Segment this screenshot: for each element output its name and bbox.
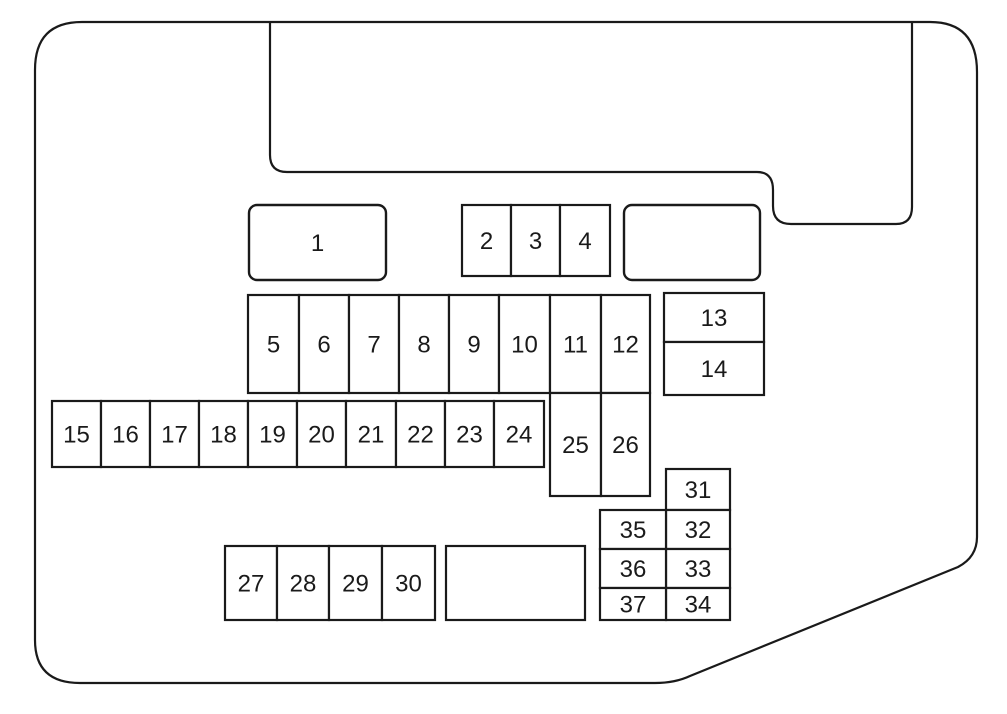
fuse-label-5: 5 [267, 332, 280, 359]
fuse-cell-29 [327, 544, 384, 622]
fuse-cell-35 [598, 508, 668, 551]
fuse-cell-26 [599, 391, 652, 498]
fuse-cell-13 [662, 291, 766, 344]
fuse-label-3: 3 [529, 228, 542, 255]
fuse-cell-37 [598, 586, 668, 622]
fuse-cell-3 [509, 203, 562, 278]
fuse-cell-19 [246, 399, 299, 469]
fuse-label-30: 30 [395, 571, 422, 598]
fuse-label-36: 36 [620, 556, 647, 583]
fuse-label-29: 29 [342, 571, 369, 598]
fuse-label-20: 20 [308, 422, 335, 449]
fuse-label-23: 23 [456, 422, 483, 449]
housing-notch-outline [268, 22, 914, 226]
fuse-label-33: 33 [685, 556, 712, 583]
fuse-cell-11 [548, 293, 603, 395]
fuse-label-14: 14 [701, 356, 728, 383]
fuse-label-24: 24 [506, 422, 533, 449]
fuse-label-37: 37 [620, 592, 647, 619]
fuse-cell-36 [598, 547, 668, 590]
spare-relay-block-top [622, 203, 762, 282]
fuse-label-32: 32 [685, 517, 712, 544]
fuse-cell-28 [275, 544, 331, 622]
fuse-cell-22 [394, 399, 447, 469]
fuse-label-6: 6 [317, 332, 330, 359]
fuse-label-8: 8 [417, 332, 430, 359]
fuse-label-31: 31 [685, 477, 712, 504]
fuse-label-18: 18 [210, 422, 237, 449]
fuse-label-34: 34 [685, 592, 712, 619]
fuse-box-housing-outline [33, 20, 979, 685]
fuse-label-9: 9 [467, 332, 480, 359]
fuse-cell-12 [599, 293, 652, 395]
fuse-label-13: 13 [701, 305, 728, 332]
fuse-label-21: 21 [358, 422, 385, 449]
fuse-label-15: 15 [63, 422, 90, 449]
fuse-cell-4 [558, 203, 612, 278]
fuse-cell-24 [492, 399, 546, 469]
fuse-label-1: 1 [311, 230, 324, 257]
fuse-label-12: 12 [612, 332, 639, 359]
fuse-label-2: 2 [480, 228, 493, 255]
fuse-cell-20 [295, 399, 348, 469]
fuse-label-19: 19 [259, 422, 286, 449]
fuse-label-26: 26 [612, 432, 639, 459]
fuse-label-16: 16 [112, 422, 139, 449]
fuse-cell-25 [548, 391, 603, 498]
fuse-label-7: 7 [367, 332, 380, 359]
fuse-cell-7 [347, 293, 401, 395]
fuse-cell-2 [460, 203, 513, 278]
fuse-label-4: 4 [578, 228, 591, 255]
fuse-cell-23 [443, 399, 496, 469]
fuse-cell-32 [664, 508, 732, 551]
fuse-cell-14 [662, 340, 766, 397]
fuse-cell-5 [246, 293, 301, 395]
fuse-label-35: 35 [620, 517, 647, 544]
relay-block-1 [247, 203, 388, 282]
fuse-label-17: 17 [161, 422, 188, 449]
spare-block-bottom [444, 544, 587, 622]
fuse-label-28: 28 [290, 571, 317, 598]
fuse-cell-30 [380, 544, 437, 622]
fuse-label-22: 22 [407, 422, 434, 449]
fuse-label-11: 11 [563, 332, 588, 359]
fuse-label-10: 10 [511, 332, 538, 359]
fuse-label-25: 25 [562, 432, 589, 459]
fuse-label-27: 27 [238, 571, 265, 598]
